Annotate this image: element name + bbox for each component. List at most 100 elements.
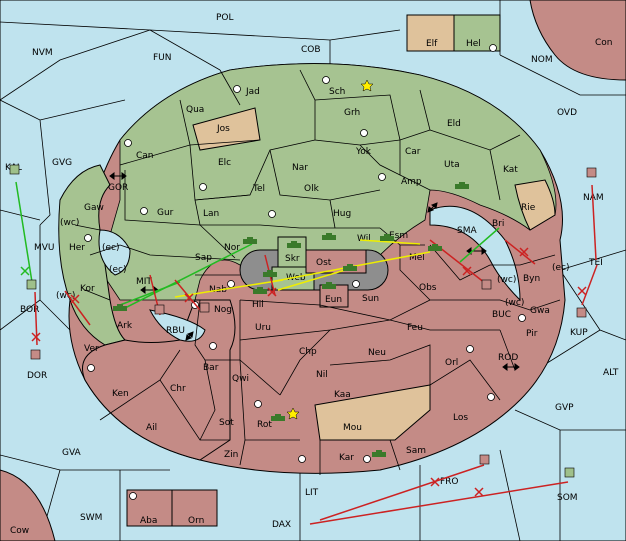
coast-tag: (wc) <box>60 218 79 228</box>
label-KUP: KUP <box>570 328 588 338</box>
label-POL: POL <box>216 13 234 23</box>
army-icon <box>343 264 357 271</box>
label-FRO: FRO <box>440 477 459 487</box>
order-line <box>581 264 598 306</box>
province-Orn[interactable] <box>171 489 218 527</box>
label-SOM: SOM <box>557 493 578 503</box>
label-Qwi: Qwi <box>232 374 249 384</box>
fleet-icon <box>154 304 165 315</box>
coast-tag: (ec) <box>552 263 570 273</box>
gulf-MIT <box>98 229 131 276</box>
label-Ken: Ken <box>112 389 129 399</box>
label-Orl: Orl <box>445 358 458 368</box>
label-Olk: Olk <box>304 184 320 194</box>
label-Kor: Kor <box>80 284 95 294</box>
coast-tag: (ec) <box>102 243 120 253</box>
province-Web[interactable] <box>271 266 315 291</box>
label-Wil: Wil <box>357 234 371 244</box>
label-SMA: SMA <box>457 226 477 236</box>
label-Her: Her <box>69 243 85 253</box>
supply-centers <box>84 44 526 500</box>
order-line <box>309 481 569 525</box>
label-Cow: Cow <box>10 526 29 536</box>
label-ALT: ALT <box>603 368 619 378</box>
label-Sun: Sun <box>362 294 379 304</box>
fleet-icon <box>576 307 587 318</box>
label-TEI: TEI <box>588 258 603 268</box>
gulf-SMA <box>429 205 521 302</box>
coast-tag: (wc) <box>505 298 524 308</box>
label-Los: Los <box>453 413 468 423</box>
map-labels: POL NVM FUN COB NOM Con OVD Elf Hel KAL … <box>5 13 619 536</box>
label-Nog: Nog <box>214 305 232 315</box>
label-Pir: Pir <box>526 329 538 339</box>
label-RBU: RBU <box>166 326 185 336</box>
army-units <box>113 182 469 457</box>
army-icon <box>428 244 442 251</box>
label-SWM: SWM <box>80 513 102 523</box>
label-Feu: Feu <box>407 323 423 333</box>
fleet-icon <box>481 279 492 290</box>
label-COB: COB <box>301 45 321 55</box>
label-Esm: Esm <box>389 231 408 241</box>
label-Aba: Aba <box>140 516 157 526</box>
province-Elf[interactable] <box>406 14 455 52</box>
fleet-units <box>9 164 597 478</box>
label-Uru: Uru <box>255 323 271 333</box>
star-icon <box>286 407 300 420</box>
label-Bar: Bar <box>203 363 219 373</box>
army-icon <box>380 234 394 241</box>
label-Gaw: Gaw <box>84 203 104 213</box>
province-Rie[interactable] <box>514 179 556 231</box>
province-Con[interactable] <box>529 0 626 81</box>
label-Gur: Gur <box>157 208 174 218</box>
province-Skr[interactable] <box>277 236 307 268</box>
label-GVA: GVA <box>62 448 82 458</box>
army-icon <box>322 282 336 289</box>
label-GOR: GOR <box>108 183 128 193</box>
label-Mou: Mou <box>343 423 362 433</box>
order-line <box>504 239 536 265</box>
label-Hil: Hil <box>252 300 264 310</box>
label-Bri: Bri <box>492 219 504 229</box>
label-Nil: Nil <box>316 370 328 380</box>
label-Can: Can <box>136 151 154 161</box>
label-Byn: Byn <box>523 274 540 284</box>
coast-tag: (ec) <box>109 265 127 275</box>
army-icon <box>243 237 257 244</box>
army-icon <box>263 270 277 277</box>
fleet-icon <box>479 454 490 465</box>
coast-tag: (wc) <box>497 275 516 285</box>
province-borders <box>74 69 561 475</box>
label-Neu: Neu <box>368 348 386 358</box>
order-line <box>359 239 421 245</box>
order-line <box>119 281 181 306</box>
label-Obs: Obs <box>419 283 437 293</box>
label-Elf: Elf <box>426 39 438 49</box>
label-Kar: Kar <box>339 453 354 463</box>
fleet-icon <box>199 302 210 313</box>
label-Eun: Eun <box>325 295 342 305</box>
province-Mou[interactable] <box>314 384 431 441</box>
label-Sch: Sch <box>329 87 345 97</box>
passage-arrows <box>109 172 520 371</box>
order-line <box>174 279 201 311</box>
label-Qua: Qua <box>186 105 204 115</box>
label-Ark: Ark <box>117 321 133 331</box>
label-LIT: LIT <box>305 488 319 498</box>
label-GVG: GVG <box>52 158 72 168</box>
home-stars <box>286 79 374 420</box>
label-Car: Car <box>405 147 421 157</box>
label-Jad: Jad <box>245 87 260 97</box>
label-Chr: Chr <box>170 384 186 394</box>
label-Rot: Rot <box>257 420 272 430</box>
order-line <box>591 184 597 261</box>
label-Sap: Sap <box>195 253 212 263</box>
label-Ail: Ail <box>146 423 157 433</box>
label-Hel: Hel <box>466 39 481 49</box>
label-Ver: Ver <box>84 344 99 354</box>
label-Eld: Eld <box>447 119 461 129</box>
label-Chp: Chp <box>299 347 317 357</box>
label-Grh: Grh <box>344 108 360 118</box>
label-Gwa: Gwa <box>530 306 550 316</box>
